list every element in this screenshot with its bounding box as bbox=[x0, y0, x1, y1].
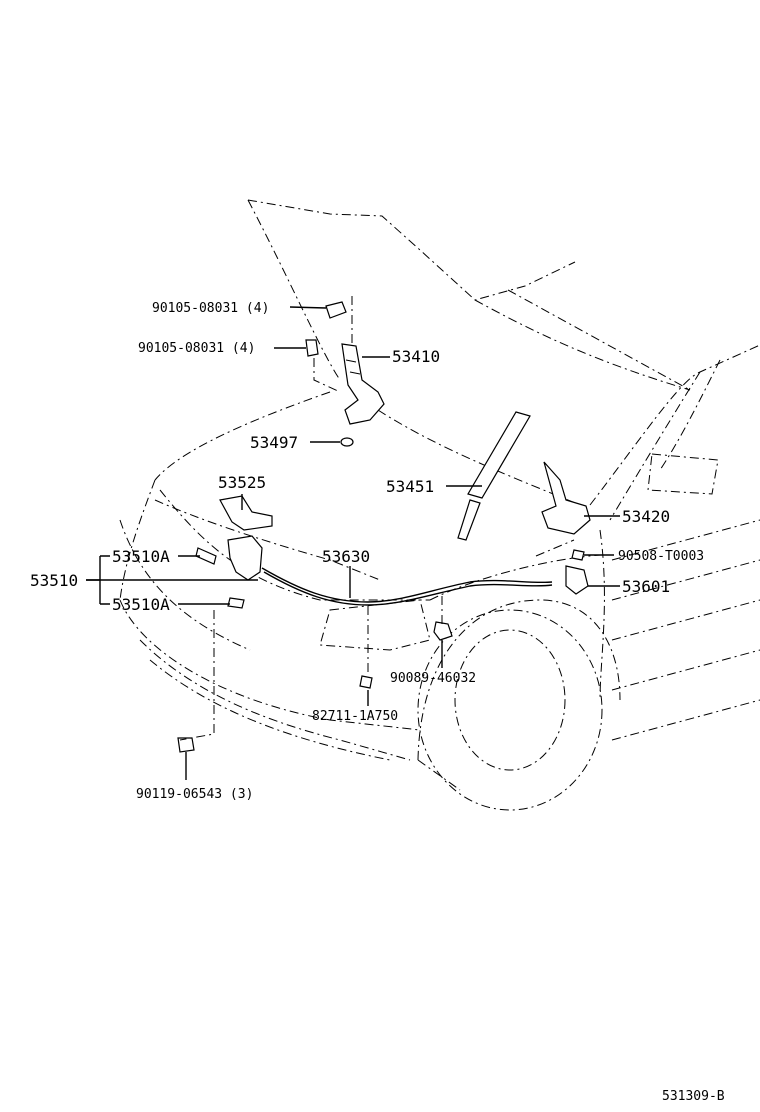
label-53410: 53410 bbox=[392, 347, 440, 366]
washer-53497 bbox=[340, 437, 354, 447]
label-90119-06543: 90119-06543 (3) bbox=[136, 787, 253, 802]
release-lever-53601 bbox=[565, 549, 589, 595]
car-body-outline bbox=[119, 199, 760, 811]
label-53510A-lower: 53510A bbox=[112, 595, 170, 614]
label-90105-08031-lower: 90105-08031 (4) bbox=[138, 341, 255, 356]
clamp-90089 bbox=[433, 621, 453, 641]
label-53420: 53420 bbox=[622, 507, 670, 526]
label-53601: 53601 bbox=[622, 577, 670, 596]
label-53451: 53451 bbox=[386, 477, 434, 496]
label-53630: 53630 bbox=[322, 547, 370, 566]
label-82711-1A750: 82711-1A750 bbox=[312, 709, 398, 724]
part-labels: 90105-08031 (4) 90105-08031 (4) 53410 53… bbox=[30, 301, 704, 802]
label-90089-46032: 90089-46032 bbox=[390, 671, 476, 686]
hood-support-strut-53451 bbox=[457, 411, 531, 541]
clip-82711 bbox=[359, 675, 373, 689]
bolt-90119 bbox=[177, 737, 195, 753]
hood-lock-53510 bbox=[195, 495, 273, 609]
diagram-id: 531309-B bbox=[662, 1089, 725, 1104]
label-53510: 53510 bbox=[30, 571, 78, 590]
release-cable-53630 bbox=[261, 567, 553, 606]
hood-hinge-53410 bbox=[341, 343, 385, 425]
label-90105-08031-upper: 90105-08031 (4) bbox=[152, 301, 269, 316]
leader-lines bbox=[86, 296, 620, 780]
bolt-90105-lower bbox=[305, 339, 319, 357]
label-53525: 53525 bbox=[218, 473, 266, 492]
bolt-90105-upper bbox=[325, 301, 347, 319]
hood-hinge-53420 bbox=[541, 461, 591, 535]
label-53510A-upper: 53510A bbox=[112, 547, 170, 566]
label-90508-T0003: 90508-T0003 bbox=[618, 549, 704, 564]
label-53497: 53497 bbox=[250, 433, 298, 452]
